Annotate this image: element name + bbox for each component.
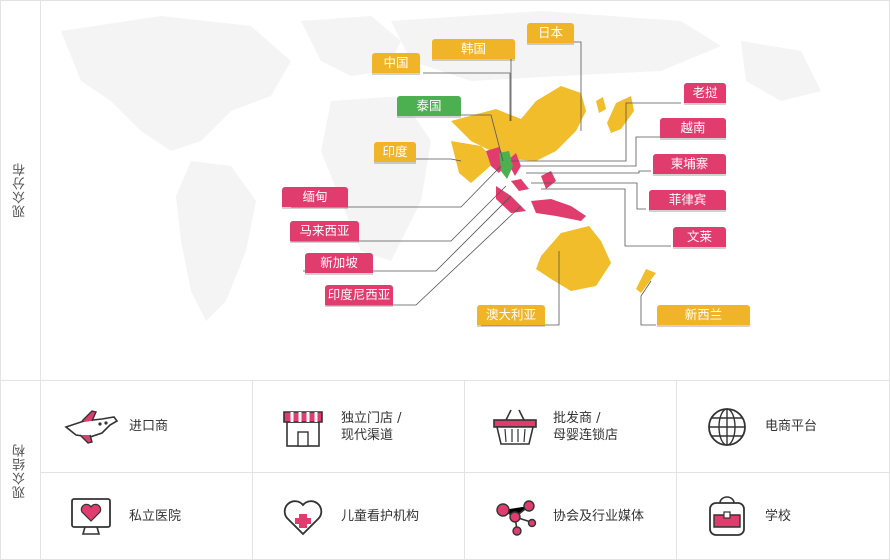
audience-label: 私立医院 bbox=[129, 509, 182, 524]
audience-item-ecommerce: 电商平台 bbox=[677, 381, 889, 472]
shopping-basket-icon bbox=[485, 403, 545, 451]
section-divider bbox=[0, 380, 890, 381]
audience-label: 电商平台 bbox=[765, 419, 818, 434]
map-label-cambodia: 柬埔寨 bbox=[653, 154, 726, 176]
audience-map: 日本 韩国 中国 泰国 印度 缅甸 马来西亚 新加坡 印度尼西亚 澳大利亚 老挝… bbox=[41, 1, 889, 379]
map-label-thailand: 泰国 bbox=[397, 96, 461, 118]
map-label-philippines: 菲律宾 bbox=[649, 190, 726, 212]
audience-item-associations: 协会及行业媒体 bbox=[465, 473, 677, 560]
map-label-laos: 老挝 bbox=[684, 83, 726, 105]
section-distribution: 观众分布 bbox=[0, 0, 41, 380]
audience-label: 批发商 / bbox=[553, 410, 601, 426]
storefront-icon bbox=[273, 403, 333, 451]
audience-item-schools: 学校 bbox=[677, 473, 889, 560]
section-distribution-label: 观众分布 bbox=[12, 162, 28, 218]
yellow-countries bbox=[451, 86, 656, 293]
map-label-malaysia: 马来西亚 bbox=[290, 221, 359, 243]
map-label-new-zealand: 新西兰 bbox=[657, 305, 750, 327]
audience-label: 进口商 bbox=[129, 419, 169, 434]
audience-label: 独立门店 / bbox=[341, 410, 402, 426]
section-structure: 观众结构 bbox=[0, 381, 41, 560]
leader-lines bbox=[291, 41, 681, 326]
map-label-indonesia: 印度尼西亚 bbox=[325, 285, 393, 307]
audience-item-hospitals: 私立医院 bbox=[41, 473, 253, 560]
audience-item-stores: 独立门店 /现代渠道 bbox=[253, 381, 465, 472]
heart-cross-icon bbox=[273, 493, 333, 541]
audience-label: 儿童看护机构 bbox=[341, 509, 420, 524]
map-label-vietnam: 越南 bbox=[660, 118, 726, 140]
map-label-japan: 日本 bbox=[527, 23, 574, 45]
map-label-australia: 澳大利亚 bbox=[477, 305, 545, 327]
audience-item-importers: 进口商 bbox=[41, 381, 253, 472]
world-map bbox=[61, 11, 821, 326]
section-structure-label: 观众结构 bbox=[12, 442, 28, 499]
audience-label: 协会及行业媒体 bbox=[553, 509, 645, 524]
network-nodes-icon bbox=[485, 493, 545, 541]
map-label-india: 印度 bbox=[374, 142, 416, 164]
globe-icon bbox=[697, 403, 757, 451]
audience-item-wholesalers: 批发商 /母婴连锁店 bbox=[465, 381, 677, 472]
world-background bbox=[61, 11, 821, 321]
row-divider bbox=[41, 472, 890, 473]
monitor-heart-icon bbox=[61, 493, 121, 541]
map-label-brunei: 文莱 bbox=[673, 227, 726, 249]
map-label-singapore: 新加坡 bbox=[305, 253, 373, 275]
audience-item-childcare: 儿童看护机构 bbox=[253, 473, 465, 560]
map-label-myanmar: 缅甸 bbox=[282, 187, 348, 209]
map-label-china: 中国 bbox=[372, 53, 420, 75]
audience-label: 学校 bbox=[765, 509, 792, 524]
map-label-korea: 韩国 bbox=[432, 39, 515, 61]
airplane-icon bbox=[61, 403, 121, 451]
school-bag-icon bbox=[697, 493, 757, 541]
